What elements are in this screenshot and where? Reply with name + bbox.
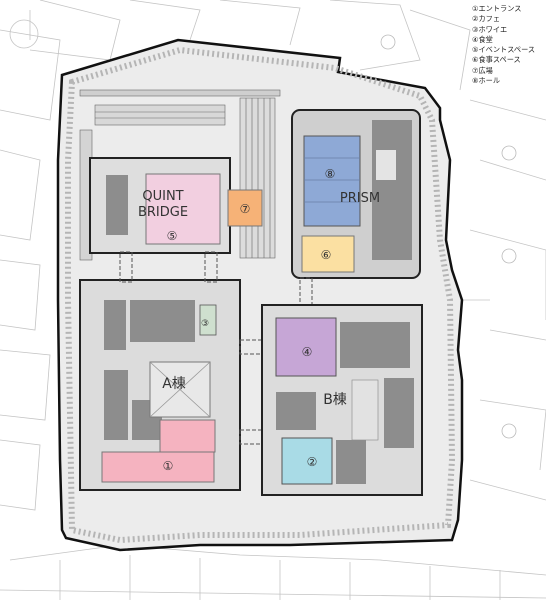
circular-structure [9, 19, 39, 49]
marker-dining-hall: ④ [302, 345, 313, 359]
hall [303, 135, 361, 227]
eating-space [301, 235, 355, 273]
prism-label: PRISM [340, 191, 380, 206]
a-wing-lower-left [104, 370, 128, 440]
legend-item: ⑥食事スペース [472, 55, 521, 65]
quint-bridge-label-2: BRIDGE [138, 205, 188, 220]
cafe [281, 437, 333, 485]
quint-bridge-label-1: QUINT [142, 189, 183, 204]
marker-hall: ⑧ [325, 167, 336, 181]
a-wing-left [104, 300, 126, 350]
marker-foyer: ③ [201, 319, 209, 329]
b-wing-stairs [351, 379, 379, 441]
legend-item: ④食堂 [472, 34, 493, 44]
b-wing-right [384, 378, 414, 448]
marker-cafe: ② [307, 455, 318, 469]
marker-plaza: ⑦ [240, 202, 251, 216]
parking-icons [380, 34, 517, 439]
legend-item: ⑤イベントスペース [472, 45, 536, 55]
legend-item: ⑧ホール [472, 76, 501, 86]
dining-hall [275, 317, 337, 377]
marker-eating-space: ⑥ [321, 248, 332, 262]
a-wing-upper [130, 300, 195, 342]
entrance [101, 451, 215, 483]
legend-item: ①エントランス [472, 4, 522, 13]
prism-core [372, 120, 412, 260]
legend-item: ⑦広場 [472, 65, 493, 75]
prism-stair [376, 150, 396, 180]
legend-item: ③ホワイエ [472, 24, 508, 34]
quint-bridge-core [106, 175, 128, 235]
legend-item: ②カフェ [472, 14, 501, 24]
marker-event-space: ⑤ [167, 229, 178, 243]
area-markers: ① ② ③ ④ ⑤ ⑥ ⑦ ⑧ [163, 167, 336, 473]
marker-entrance: ① [163, 459, 174, 473]
a-wing-core [199, 304, 217, 336]
b-wing-lower-core [336, 440, 366, 484]
entrance-upper [159, 419, 216, 453]
b-wing-left [276, 392, 316, 430]
legend: ①エントランス ②カフェ ③ホワイエ ④食堂 ⑤イベントスペース ⑥食事スペース… [472, 4, 546, 86]
a-wing-label: A棟 [162, 376, 186, 392]
event-space [145, 173, 221, 245]
b-wing-label: B棟 [323, 392, 347, 408]
plaza [227, 189, 263, 227]
b-wing-upper-core [340, 322, 410, 368]
